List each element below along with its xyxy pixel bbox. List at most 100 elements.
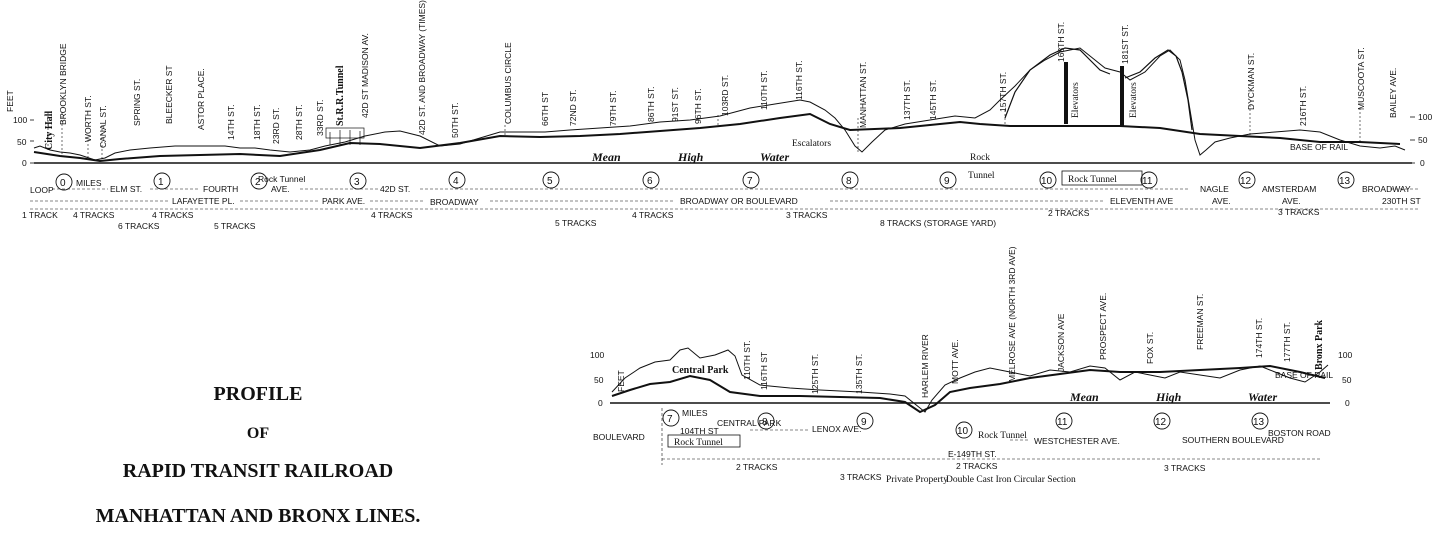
mile-5: 5 (547, 176, 553, 187)
lower-water-mean: Mean (1069, 390, 1099, 404)
upper-rock-tunnel-box (1061, 170, 1143, 186)
station-42d-broadway: 42D ST. AND BROADWAY (TIMES) (417, 0, 427, 135)
lower-base-of-rail: BASE OF RAIL (1275, 370, 1333, 380)
upper-ytick-100: 100 (13, 115, 27, 125)
street-park-ave: PARK AVE. (322, 196, 365, 206)
lower-mile-9: 9 (861, 417, 867, 428)
tracks-9: 3 TRACKS (786, 210, 828, 220)
lower-street-westchester: WESTCHESTER AVE. (1034, 436, 1120, 446)
upper-station-labels: City Hall BROOKLYN BRIDGE WORTH ST. CANA… (44, 0, 1398, 150)
lower-miles-label: MILES (682, 408, 708, 418)
tracks-10: 8 TRACKS (STORAGE YARD) (880, 218, 996, 228)
mile-9: 9 (944, 176, 950, 187)
lower-feet-label: FEET (616, 370, 626, 392)
lower-rail-line (611, 364, 1326, 414)
lower-water-water: Water (1248, 390, 1277, 404)
station-103rd-st: 103RD ST. (720, 75, 730, 116)
lower-mile-12: 12 (1155, 417, 1167, 428)
station-lower-harlem-river: HARLEM RIVER (920, 334, 930, 398)
lower-ground-surface (611, 347, 1329, 413)
street-loop: LOOP (30, 185, 54, 195)
lower-profile: FEET 100 50 0 100 50 0 Central Park BASE… (590, 246, 1352, 485)
station-lower-177th: 177TH ST. (1282, 322, 1292, 362)
station-lower-jackson-ave: JACKSON AVE (1056, 313, 1066, 372)
upper-elevator-shaft-1 (1064, 62, 1068, 124)
upper-ytick-50-right: 50 (1418, 135, 1428, 145)
station-lower-116th: 116TH ST (759, 352, 769, 390)
tracks-11: 2 TRACKS (1048, 208, 1090, 218)
lower-ytick-0: 0 (598, 398, 603, 408)
lower-street-e149th: E-149TH ST. (948, 449, 997, 459)
street-ave: AVE. (271, 184, 290, 194)
upper-rock-tunnel-box-label: Rock Tunnel (1068, 175, 1117, 185)
upper-track-labels: 1 TRACK 4 TRACKS 6 TRACKS 4 TRACKS 5 TRA… (22, 207, 1320, 231)
lower-ytick-50-right: 50 (1342, 375, 1352, 385)
lower-mile-markers (662, 409, 1269, 439)
station-145th-st: 145TH ST. (928, 80, 938, 120)
station-st-rr-tunnel: St.R.R.Tunnel (335, 65, 346, 126)
lower-mile-8: 8 (762, 417, 768, 428)
upper-viaduct-marks (325, 127, 365, 145)
tracks-7: 5 TRACKS (555, 218, 597, 228)
station-28th-st: 28TH ST. (294, 105, 304, 140)
tracks-3: 6 TRACKS (118, 221, 160, 231)
street-lafayette-pl: LAFAYETTE PL. (172, 196, 235, 206)
lower-street-104th: 104TH ST (680, 426, 719, 436)
station-bailey-ave: BAILEY AVE. (1388, 68, 1398, 118)
upper-miles-label: MILES (76, 178, 102, 188)
upper-water-water: Water (760, 150, 789, 164)
lower-street-central-park: CENTRAL PARK (717, 418, 782, 428)
station-lower-prospect-ave: PROSPECT AVE. (1098, 293, 1108, 360)
lower-tracks-4: 3 TRACKS (1164, 463, 1206, 473)
station-168th-st: 168TH ST. (1056, 22, 1066, 62)
station-116th-st: 116TH ST. (794, 60, 804, 100)
station-lower-bronx-park: Bronx Park (1314, 319, 1325, 370)
mile-10: 10 (1041, 176, 1053, 187)
mile-7: 7 (747, 176, 753, 187)
upper-ytick-0-right: 0 (1420, 158, 1425, 168)
station-lower-174th: 174TH ST. (1254, 318, 1264, 358)
station-lower-melrose-ave: MELROSE AVE (NORTH 3RD AVE) (1007, 246, 1017, 382)
station-79th-st: 79TH ST. (608, 91, 618, 126)
street-elm-st: ELM ST. (110, 184, 142, 194)
station-18th-st: 18TH ST. (252, 105, 262, 140)
street-nagle-ave: AVE. (1212, 196, 1231, 206)
street-broadway-or-boulevard: BROADWAY OR BOULEVARD (680, 196, 798, 206)
upper-rail-line (33, 112, 1401, 163)
street-eleventh-ave: ELEVENTH AVE (1110, 196, 1173, 206)
station-muscoota-st: MUSCOOTA ST. (1356, 47, 1366, 110)
mile-6: 6 (647, 176, 653, 187)
lower-street-boston-road: BOSTON ROAD (1268, 428, 1331, 438)
lower-ytick-0-right: 0 (1345, 398, 1350, 408)
lower-ytick-100-right: 100 (1338, 350, 1352, 360)
lower-tracks-3: 2 TRACKS (956, 461, 998, 471)
station-157th-st: 157TH ST. (998, 72, 1008, 112)
upper-ytick-100-right: 100 (1418, 112, 1432, 122)
station-manhattan-st: MANHATTAN ST. (858, 62, 868, 128)
lower-mile-7: 7 (667, 414, 673, 425)
station-96th-st: 96TH ST. (693, 89, 703, 124)
upper-tunnel-label: Tunnel (968, 171, 995, 181)
street-amsterdam: AMSTERDAM (1262, 184, 1316, 194)
station-66th-st: 66TH ST (540, 92, 550, 126)
station-181st-st: 181ST ST. (1120, 24, 1130, 64)
station-72nd-st: 72ND ST. (568, 90, 578, 126)
lower-mile-10: 10 (957, 426, 969, 437)
station-lower-mott-ave: MOTT AVE. (950, 339, 960, 384)
mile-11: 11 (1142, 176, 1153, 187)
station-86th-st: 86TH ST. (646, 87, 656, 122)
station-columbus-circle: COLUMBUS CIRCLE (503, 42, 513, 124)
lower-station-labels: 110TH ST. 116TH ST 125TH ST. 135TH ST. H… (742, 246, 1325, 398)
lower-water-high: High (1155, 390, 1182, 404)
upper-profile: FEET 100 50 0 100 50 0 (5, 0, 1432, 231)
upper-rock-outcrop-165 (1004, 47, 1111, 119)
station-worth-st: WORTH ST. (83, 95, 93, 142)
upper-ytick-50: 50 (17, 137, 27, 147)
upper-street-row-2: LAFAYETTE PL. PARK AVE. BROADWAY BROADWA… (172, 196, 1421, 207)
station-lower-fox-st: FOX ST. (1145, 332, 1155, 364)
station-dyckman-st: DYCKMAN ST. (1246, 53, 1256, 110)
lower-tracks-2: 3 TRACKS (840, 472, 882, 482)
upper-water-mean: Mean (591, 150, 621, 164)
upper-street-row-1: LOOP ELM ST. FOURTH AVE. 42D ST. NAGLE A… (30, 184, 1411, 195)
upper-escalators-label: Escalators (792, 139, 831, 149)
